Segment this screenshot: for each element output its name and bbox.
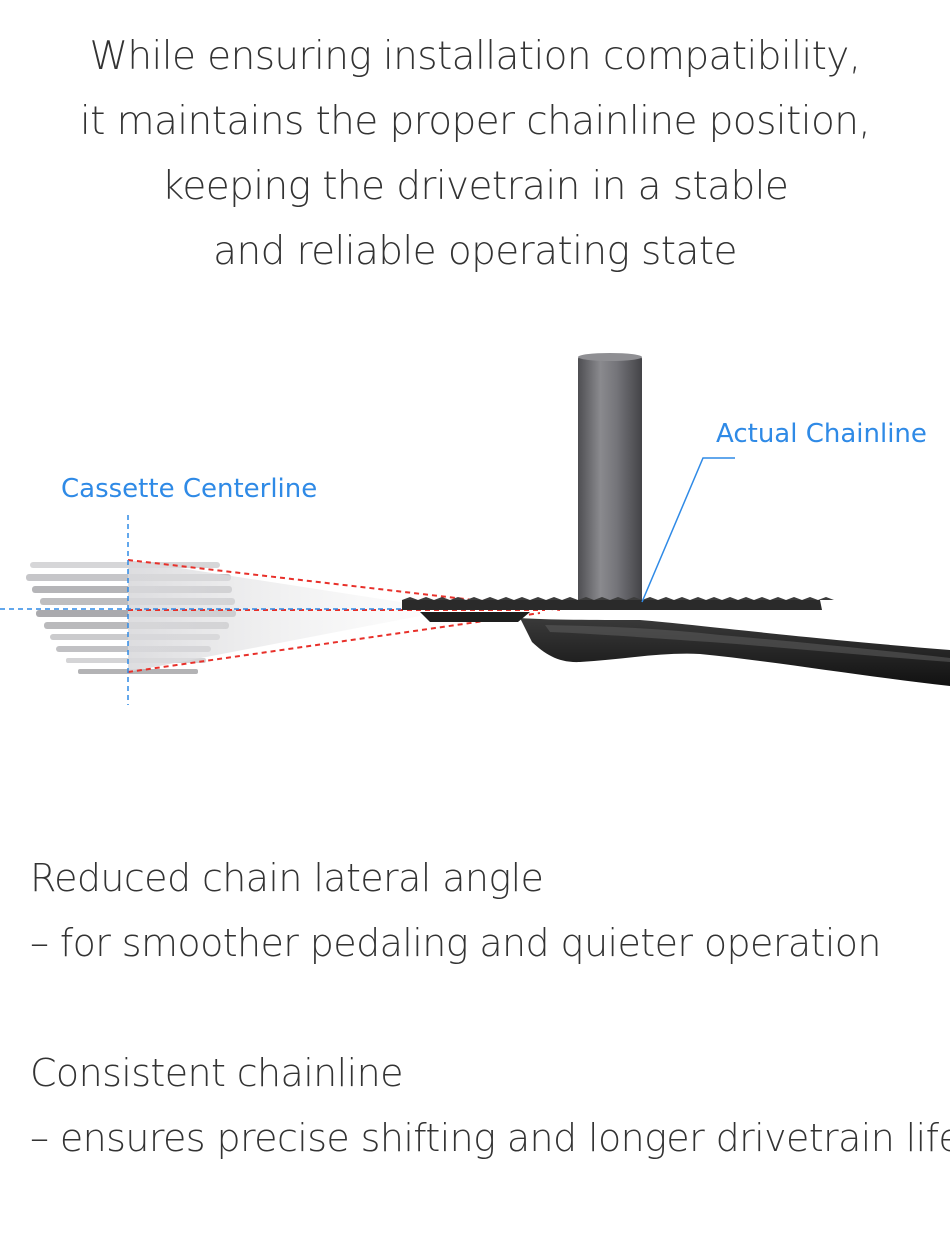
- chainring-teeth: [402, 597, 834, 600]
- headline: While ensuring installation compatibilit…: [0, 24, 950, 284]
- chain-fan: [128, 560, 420, 672]
- spindle-top: [578, 353, 642, 361]
- feature-item: Consistent chainline – ensures precise s…: [30, 1041, 950, 1171]
- headline-line-1: While ensuring installation compatibilit…: [89, 34, 861, 79]
- headline-line-3: keeping the drivetrain in a stable: [161, 164, 789, 209]
- feature-detail: – ensures precise shifting and longer dr…: [30, 1116, 950, 1160]
- feature-detail: – for smoother pedaling and quieter oper…: [30, 921, 882, 965]
- chainring: [402, 600, 822, 610]
- actual-chainline-label: Actual Chainline: [716, 419, 927, 449]
- headline-line-2: it maintains the proper chainline positi…: [79, 99, 871, 144]
- headline-line-4: and reliable operating state: [213, 229, 737, 274]
- actual-chainline-leader: [641, 457, 735, 603]
- feature-title: Reduced chain lateral angle: [30, 856, 544, 900]
- feature-title: Consistent chainline: [30, 1051, 403, 1095]
- centerlines: [0, 515, 430, 705]
- chainring-lower: [420, 612, 530, 622]
- chainline-diagram-svg: Cassette Centerline Actual Chainline: [0, 353, 950, 705]
- cassette-centerline-label: Cassette Centerline: [61, 474, 317, 504]
- crank-arm-highlight: [545, 625, 950, 662]
- chainline-diagram: Cassette Centerline Actual Chainline: [0, 320, 950, 740]
- spindle: [578, 356, 642, 606]
- feature-item: Reduced chain lateral angle – for smooth…: [30, 846, 930, 976]
- feature-list: Reduced chain lateral angle – for smooth…: [30, 846, 950, 1236]
